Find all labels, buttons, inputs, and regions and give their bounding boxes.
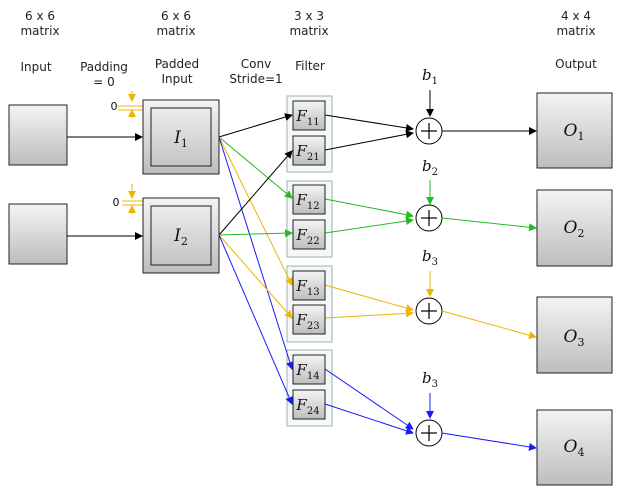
output-box-4: O4 — [536, 409, 613, 486]
filter-box-f13: F13 — [292, 270, 326, 301]
filter-box-f12: F12 — [292, 184, 326, 215]
f13-to-sum3-line — [324, 284, 414, 312]
f21-to-sum1-line — [324, 130, 414, 151]
svg-text:F24: F24 — [295, 396, 319, 417]
svg-text:O1: O1 — [564, 121, 585, 143]
padding-label-line2: = 0 — [93, 75, 115, 89]
svg-text:F12: F12 — [295, 191, 319, 212]
padded-input-label-1: I1 — [173, 128, 188, 150]
padded-input-inner-1 — [150, 107, 212, 167]
output-box-2: O2 — [536, 189, 613, 267]
f22-to-sum2-line — [324, 217, 414, 234]
i1-to-f13-line — [218, 136, 293, 286]
i1-to-f11-line — [218, 113, 293, 138]
filter-size-line1: 3 x 3 — [294, 9, 324, 23]
sum4-to-output-arrow — [441, 432, 537, 451]
output-size-line1: 4 x 4 — [561, 9, 591, 23]
filter-box-f23: F23 — [292, 304, 326, 335]
filter-box-f14: F14 — [292, 354, 326, 385]
conv-label-line2: Stride=1 — [229, 72, 282, 86]
filter-box-f11: F11 — [292, 100, 326, 131]
sum-node-4 — [415, 419, 443, 447]
f11-to-sum1-line — [324, 114, 414, 132]
f14-to-sum4-line — [324, 368, 414, 430]
sum2-to-output-arrow — [441, 217, 537, 232]
output-box-1: O1 — [536, 92, 613, 169]
svg-text:F14: F14 — [295, 361, 319, 382]
bias-label-1: b1 — [422, 66, 438, 87]
svg-text:F11: F11 — [295, 107, 319, 128]
i2-to-f21-line — [218, 150, 293, 236]
bias-label-4: b3 — [422, 369, 438, 390]
padded-label-line2: Input — [161, 72, 192, 86]
conv-label-line1: Conv — [241, 57, 271, 71]
padding-value-1: 0 — [111, 100, 118, 113]
padded-input-inner-2 — [150, 205, 212, 266]
svg-text:F22: F22 — [295, 226, 319, 247]
f23-to-sum3-line — [324, 309, 414, 319]
i2-to-f22-line — [218, 229, 293, 238]
svg-text:O4: O4 — [564, 437, 585, 459]
input-size-line1: 6 x 6 — [25, 9, 55, 23]
i2-to-f24-line — [218, 234, 293, 405]
sum-node-3 — [415, 297, 443, 325]
input-label: Input — [20, 60, 51, 74]
svg-text:F21: F21 — [295, 142, 319, 163]
svg-text:O3: O3 — [564, 327, 585, 349]
svg-text:O2: O2 — [564, 218, 585, 240]
input-box-2 — [8, 203, 68, 265]
f12-to-sum2-line — [324, 198, 414, 219]
padding-label-line1: Padding — [80, 60, 128, 74]
svg-text:F13: F13 — [295, 277, 319, 298]
sum-node-2 — [415, 204, 443, 232]
filter-label: Filter — [295, 59, 325, 73]
bias-label-2: b2 — [422, 157, 438, 178]
i2-to-f23-line — [218, 234, 293, 319]
output-size-line2: matrix — [556, 24, 595, 38]
i1-to-f14-line — [218, 136, 294, 370]
svg-text:F23: F23 — [295, 311, 319, 332]
padded-size-line1: 6 x 6 — [161, 9, 191, 23]
output-label: Output — [555, 57, 597, 71]
padding-value-2: 0 — [113, 196, 120, 209]
output-box-3: O3 — [536, 296, 613, 374]
filter-box-f21: F21 — [292, 135, 326, 166]
f24-to-sum4-line — [324, 403, 414, 435]
padded-input-label-2: I2 — [173, 226, 188, 248]
input-box-1 — [8, 104, 68, 166]
sum3-to-output-arrow — [441, 310, 537, 339]
filter-size-line2: matrix — [289, 24, 328, 38]
input-size-line2: matrix — [20, 24, 59, 38]
filter-box-f22: F22 — [292, 219, 326, 250]
padded-size-line2: matrix — [156, 24, 195, 38]
filter-box-f24: F24 — [292, 389, 326, 420]
bias-label-3: b3 — [422, 247, 438, 268]
i1-to-f12-line — [218, 136, 293, 199]
sum-node-1 — [415, 117, 443, 145]
padded-label-line1: Padded — [155, 57, 199, 71]
